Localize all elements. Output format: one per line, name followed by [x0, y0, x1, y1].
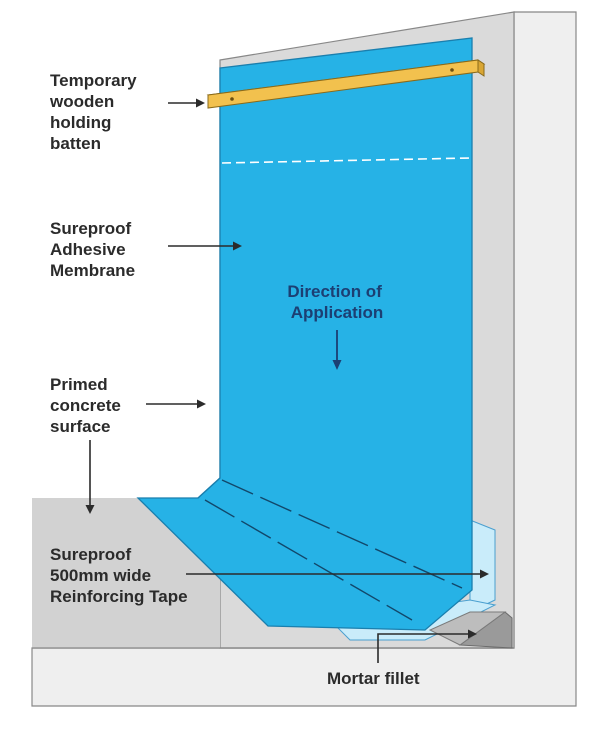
- tape-vertical-part: [469, 519, 496, 613]
- arrow-concrete-down-head: [85, 505, 95, 514]
- batten-nail-right: [450, 68, 454, 72]
- arrow-concrete-right-head: [197, 399, 206, 409]
- label-tape: Sureproof 500mm wide Reinforcing Tape: [50, 545, 188, 606]
- arrow-batten-head: [196, 98, 205, 108]
- label-batten-line-2: wooden: [49, 92, 114, 111]
- wooden-batten: [206, 59, 486, 109]
- batten-end: [477, 59, 485, 77]
- batten-nail-left: [230, 97, 234, 101]
- label-tape-line-2: 500mm wide: [50, 566, 151, 585]
- label-concrete: Primed concrete surface: [50, 375, 126, 436]
- arrow-membrane-head: [233, 241, 242, 251]
- label-membrane: Sureproof Adhesive Membrane: [50, 219, 136, 280]
- arrow-fillet-line: [377, 633, 468, 663]
- label-membrane-line-2: Adhesive: [50, 240, 126, 259]
- label-batten-line-1: Temporary: [50, 71, 137, 90]
- label-concrete-line-2: concrete: [50, 396, 121, 415]
- label-fillet-line-1: Mortar fillet: [327, 669, 420, 688]
- membrane-fold-line: [197, 477, 221, 499]
- label-direction-line-2: Application: [291, 303, 384, 322]
- label-membrane-line-1: Sureproof: [50, 219, 132, 238]
- label-tape-line-3: Reinforcing Tape: [50, 587, 188, 606]
- label-batten-line-4: batten: [50, 134, 101, 153]
- tape-edge-line-upper: [221, 479, 463, 589]
- floor-slab: [32, 498, 220, 648]
- arrow-direction-head: [332, 360, 342, 370]
- label-direction-line-1: Direction of: [287, 282, 382, 301]
- arrow-fillet-head: [468, 629, 477, 639]
- label-membrane-line-3: Membrane: [50, 261, 135, 280]
- label-concrete-line-1: Primed: [50, 375, 108, 394]
- label-direction: Direction of Application: [287, 282, 386, 322]
- label-concrete-line-3: surface: [50, 417, 110, 436]
- arrow-tape-head: [480, 569, 489, 579]
- mortar-fillet-shade: [428, 611, 507, 646]
- label-batten-line-3: holding: [50, 113, 111, 132]
- label-batten: Temporary wooden holding batten: [49, 71, 141, 153]
- label-tape-line-1: Sureproof: [50, 545, 132, 564]
- adhesive-membrane: [136, 37, 473, 631]
- label-fillet: Mortar fillet: [327, 669, 420, 688]
- tape-edge-line-lower: [204, 499, 413, 621]
